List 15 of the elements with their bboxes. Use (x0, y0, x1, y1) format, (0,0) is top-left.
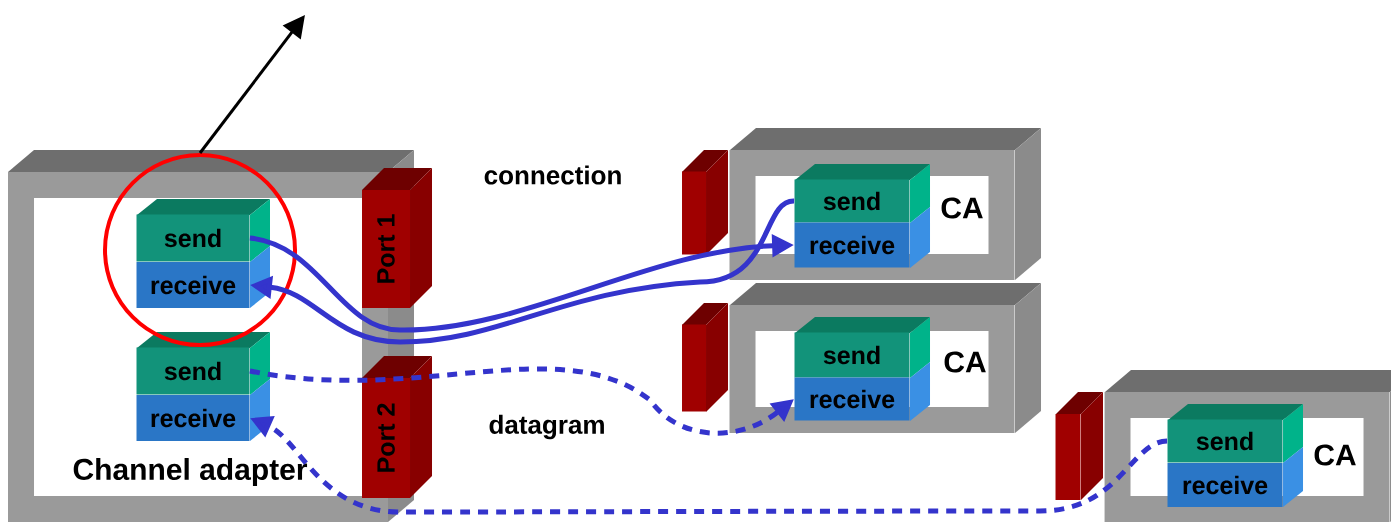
send-box: send (794, 164, 930, 223)
edge-label: connection (481, 163, 625, 187)
receive-box: receive (136, 246, 270, 308)
send-box: send (794, 317, 930, 378)
port-block: Port 1 (362, 168, 432, 308)
port-block (682, 150, 728, 255)
port-block (682, 303, 728, 412)
port-block (1055, 392, 1103, 500)
send-box: send (1167, 404, 1303, 463)
edge-label: datagram (486, 412, 608, 442)
highlight-circle (103, 153, 297, 347)
receive-box: receive (136, 379, 270, 441)
send-box: send (136, 332, 270, 395)
send-box: send (136, 199, 270, 262)
port-block: Port 2 (362, 356, 432, 498)
